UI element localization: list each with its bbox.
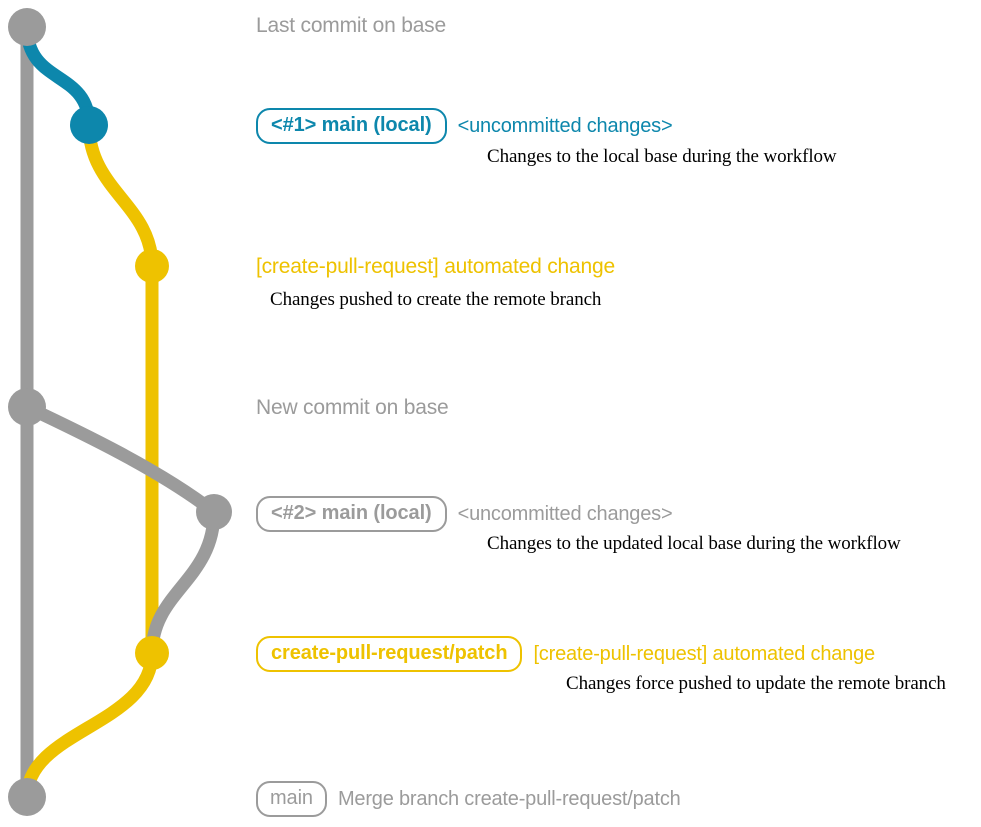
patch-branch-line-1 — [82, 118, 159, 273]
commit-node-merge[interactable] — [8, 778, 46, 816]
commit-node-automated-change-1[interactable] — [135, 249, 169, 283]
commit-node-local-2[interactable] — [196, 494, 232, 530]
subject-automated-change-2: [create-pull-request] automated change — [533, 642, 875, 665]
label-automated-change-1: [create-pull-request] automated change — [256, 255, 615, 278]
commit-node-local-1[interactable] — [70, 106, 108, 144]
note-automated-change-1: Changes pushed to create the remote bran… — [270, 289, 602, 310]
branch-tag-main[interactable]: main — [256, 781, 327, 817]
subject-merge: Merge branch create-pull-request/patch — [337, 787, 681, 810]
note-local-1: Changes to the local base during the wor… — [487, 146, 837, 167]
patch-merge-line — [20, 646, 159, 804]
updated-local-to-patch-line — [145, 505, 221, 660]
row-automated-change-2: create-pull-request/patch [create-pull-r… — [256, 636, 875, 672]
note-automated-change-2: Changes force pushed to update the remot… — [566, 673, 946, 694]
updated-base-branch-line — [20, 400, 221, 519]
note-local-2: Changes to the updated local base during… — [487, 533, 901, 554]
label-new-commit-on-base: New commit on base — [256, 396, 449, 419]
subject-local-2: <uncommitted changes> — [457, 502, 673, 525]
row-local-2: <#2> main (local) <uncommitted changes> — [256, 496, 673, 532]
commit-node-last-commit-on-base[interactable] — [8, 8, 46, 46]
label-last-commit-on-base: Last commit on base — [256, 14, 446, 37]
row-local-1: <#1> main (local) <uncommitted changes> — [256, 108, 673, 144]
subject-local-1: <uncommitted changes> — [457, 114, 673, 137]
commit-node-automated-change-2[interactable] — [135, 636, 169, 670]
row-merge: main Merge branch create-pull-request/pa… — [256, 781, 681, 817]
commit-node-new-commit-on-base[interactable] — [8, 388, 46, 426]
branch-tag-local-2[interactable]: <#2> main (local) — [256, 496, 447, 532]
branch-tag-local-1[interactable]: <#1> main (local) — [256, 108, 447, 144]
branch-tag-patch[interactable]: create-pull-request/patch — [256, 636, 523, 672]
